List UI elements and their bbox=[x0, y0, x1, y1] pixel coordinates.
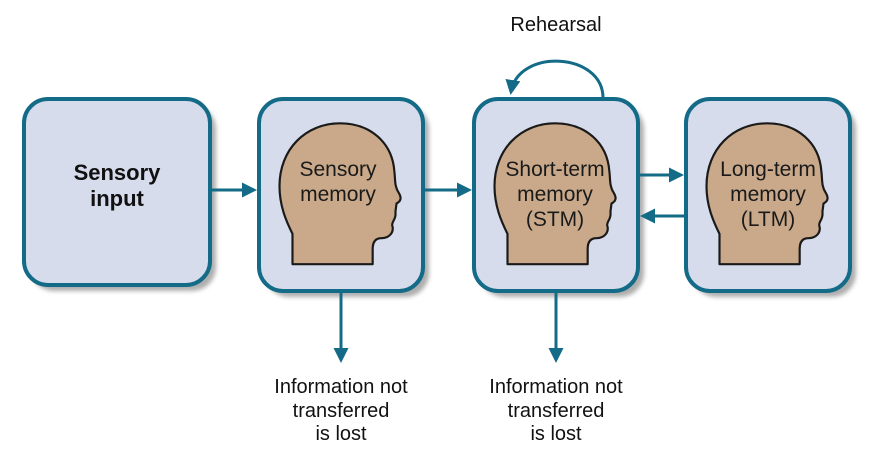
sensory-input-label: Sensory input bbox=[73, 160, 161, 211]
sensory-memory-label: Sensory memory bbox=[299, 158, 377, 206]
stm-lost-label: Information not transferred is lost bbox=[489, 376, 623, 446]
rehearsal-loop-arrow bbox=[505, 59, 605, 99]
rehearsal-label: Rehearsal bbox=[510, 14, 602, 36]
sensory-input-box bbox=[22, 97, 212, 287]
ltm-label: Long-term memory (LTM) bbox=[720, 158, 816, 231]
stm-label: Short-term memory (STM) bbox=[505, 158, 605, 231]
sensory-lost-label: Information not transferred is lost bbox=[274, 376, 408, 446]
